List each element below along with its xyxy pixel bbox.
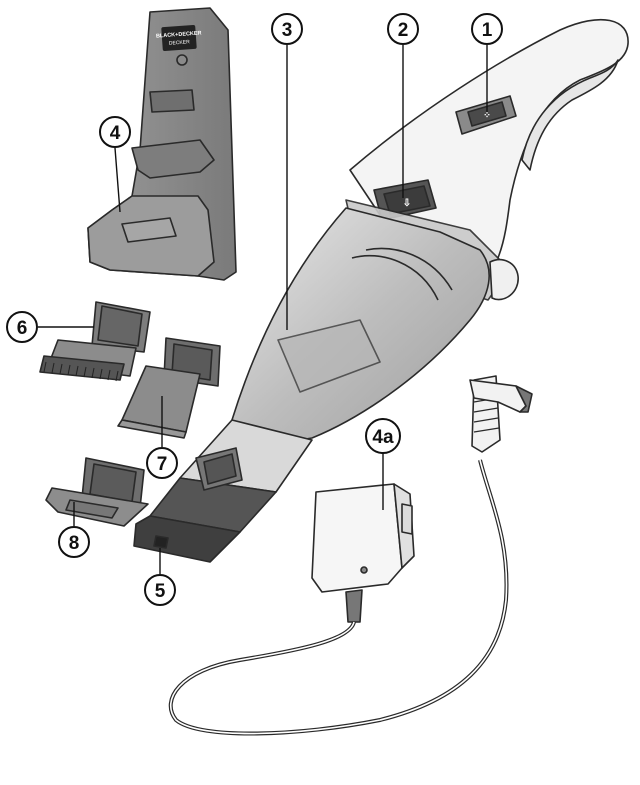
callout-7: 7 [147,448,177,478]
callout-label: 5 [155,581,166,602]
wide-nozzle-accessory [46,458,148,526]
callout-label: 6 [17,318,28,339]
callout-label: 4a [372,427,394,448]
callout-5: 5 [145,575,175,605]
callout-label: 4 [110,123,121,144]
callout-4a: 4a [366,419,400,453]
svg-text:⇩: ⇩ [403,198,411,209]
callout-8: 8 [59,527,89,557]
callout-label: 1 [482,20,493,41]
brand-logo: BLACK+DECKER DECKER [156,25,202,51]
callout-label: 8 [69,533,80,554]
callout-label: 7 [157,454,168,475]
callout-6: 6 [7,312,37,342]
dirt-bowl [232,208,489,446]
callout-4: 4 [100,117,130,147]
callout-2: 2 [388,14,418,44]
callout-label: 2 [398,20,409,41]
callout-3: 3 [272,14,302,44]
nozzle-tip [134,420,312,562]
brush-accessory [40,302,150,381]
callout-label: 3 [282,20,293,41]
callout-1: 1 [472,14,502,44]
charger-adapter [312,484,414,622]
